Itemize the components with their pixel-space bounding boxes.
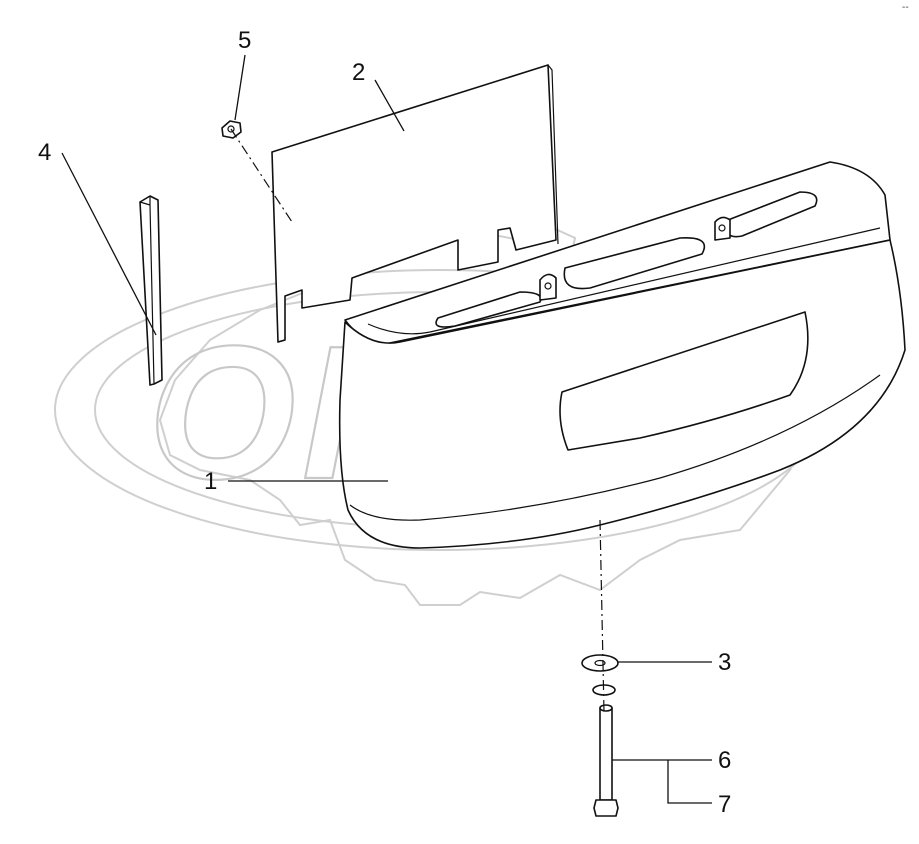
part-4-strip — [139, 195, 163, 386]
front-recess — [559, 311, 809, 451]
lifting-lug-right — [714, 216, 731, 241]
washer-outer — [581, 654, 619, 672]
callout-3: 3 — [718, 649, 731, 676]
part-3-washer — [581, 654, 619, 672]
leader-2 — [374, 79, 405, 132]
top-slot-middle — [563, 237, 706, 290]
part-1-counterweight — [338, 161, 906, 549]
callout-7: 7 — [718, 791, 731, 818]
bolt-tip — [599, 704, 613, 712]
nut-hole — [227, 125, 235, 133]
leader-7 — [667, 760, 712, 804]
part-6-bolt — [593, 704, 619, 817]
counterweight-bottom-edge — [349, 374, 881, 521]
callout-4: 4 — [38, 139, 51, 166]
counterweight-top-edge — [367, 227, 881, 335]
top-slot-left — [435, 291, 542, 328]
callout-5: 5 — [238, 27, 251, 54]
lifting-lug-right-hole — [718, 224, 726, 232]
callout-6: 6 — [718, 747, 731, 774]
part-2-plate — [271, 64, 559, 343]
bolt-head — [593, 799, 619, 817]
bolt-shank — [599, 707, 613, 801]
callout-1: 1 — [204, 468, 217, 495]
leader-5 — [234, 54, 246, 121]
centerline-bolt — [599, 519, 605, 713]
lifting-lug-left — [539, 273, 557, 301]
leader-4 — [61, 152, 157, 336]
callout-2: 2 — [352, 59, 365, 86]
washer-hole — [594, 659, 606, 667]
strip-edge — [139, 196, 155, 385]
watermark-gear — [158, 211, 832, 606]
plate-thickness — [277, 64, 559, 343]
lifting-lug-left-hole — [544, 282, 552, 290]
plate-outline — [271, 64, 557, 343]
corner-mark: -- — [902, 2, 909, 13]
centerline-nut-to-plate — [230, 128, 293, 223]
